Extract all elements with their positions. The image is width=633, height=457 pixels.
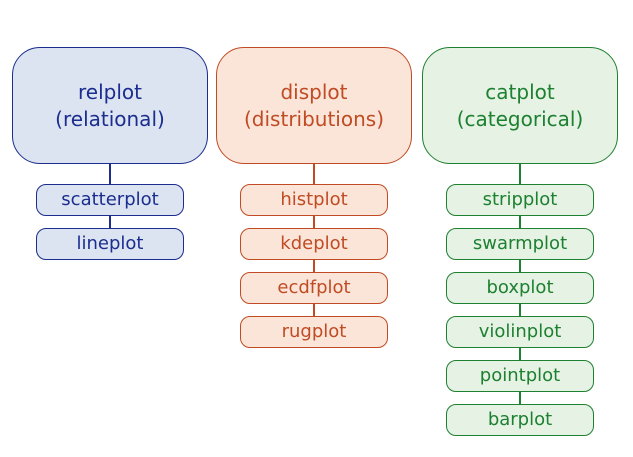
- child-box-lineplot: lineplot: [36, 228, 184, 260]
- header-category-label: (categorical): [456, 106, 584, 131]
- header-function-name: catplot: [485, 80, 555, 104]
- child-box-scatterplot: scatterplot: [36, 184, 184, 216]
- header-box-catplot: catplot (categorical): [422, 47, 618, 164]
- child-box-violinplot: violinplot: [446, 316, 594, 348]
- child-box-barplot: barplot: [446, 404, 594, 436]
- child-box-stripplot: stripplot: [446, 184, 594, 216]
- child-box-rugplot: rugplot: [240, 316, 388, 348]
- child-box-ecdfplot: ecdfplot: [240, 272, 388, 304]
- header-box-displot: displot (distributions): [216, 47, 412, 164]
- child-box-pointplot: pointplot: [446, 360, 594, 392]
- child-box-histplot: histplot: [240, 184, 388, 216]
- header-category-label: (distributions): [244, 106, 384, 131]
- child-box-swarmplot: swarmplot: [446, 228, 594, 260]
- header-category-label: (relational): [55, 106, 165, 131]
- header-function-name: displot: [280, 80, 348, 104]
- column-displot: displot (distributions) histplot kdeplot e…: [216, 47, 412, 348]
- child-box-boxplot: boxplot: [446, 272, 594, 304]
- column-catplot: catplot (categorical) stripplot swarmplot…: [422, 47, 618, 436]
- child-box-kdeplot: kdeplot: [240, 228, 388, 260]
- column-relplot: relplot (relational) scatterplot lineplot: [12, 47, 208, 260]
- header-box-relplot: relplot (relational): [12, 47, 208, 164]
- header-function-name: relplot: [78, 80, 142, 104]
